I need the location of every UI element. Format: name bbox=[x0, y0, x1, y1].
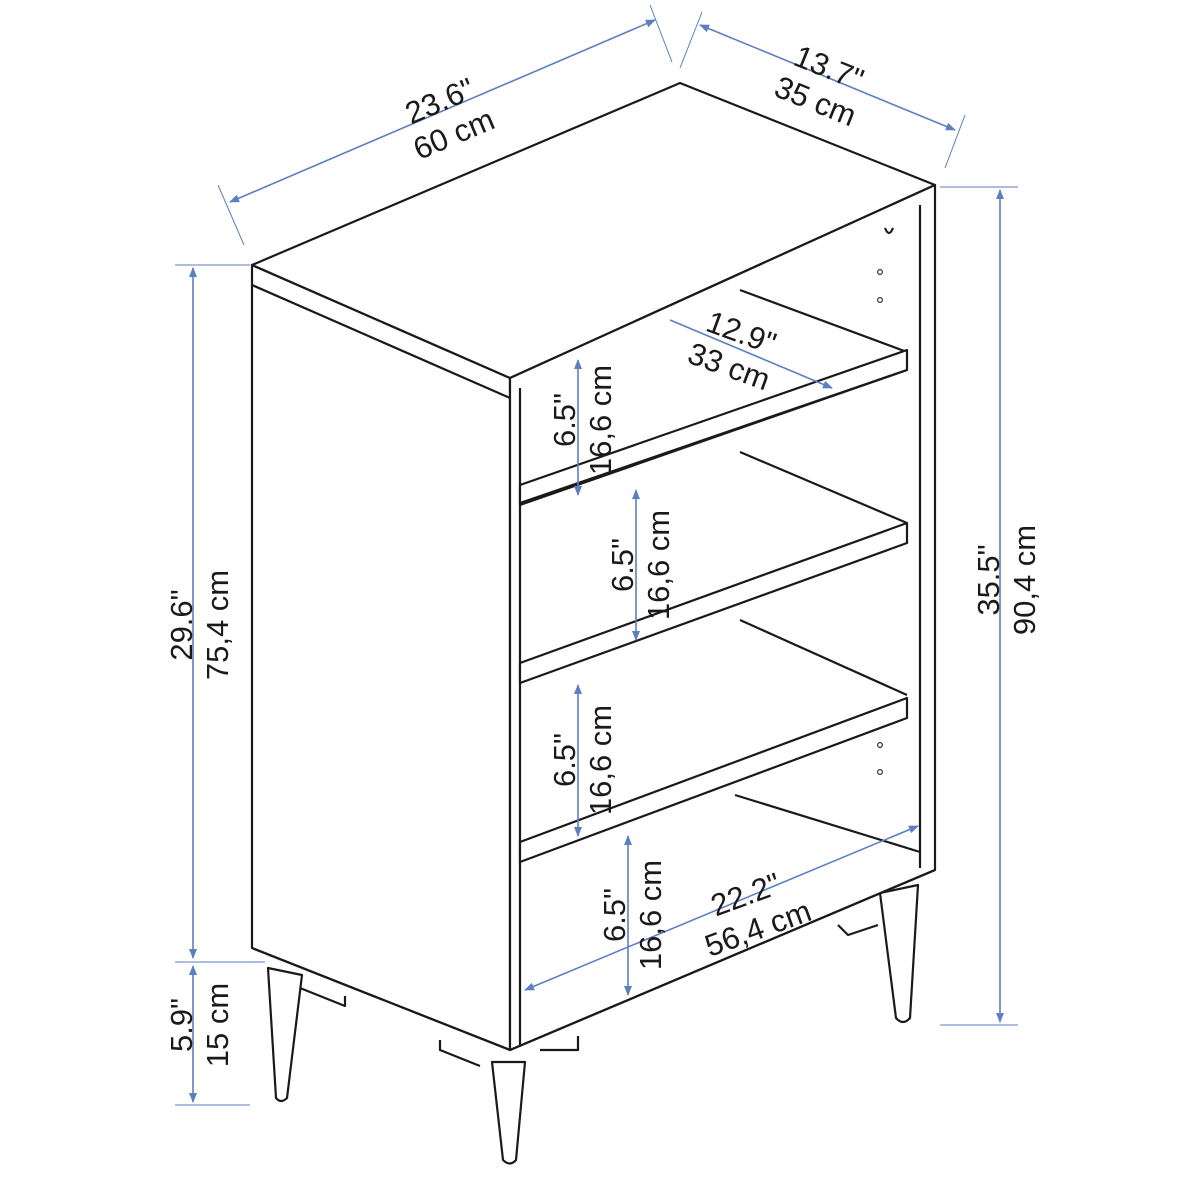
dimension-labels: 23.6" 60 cm 13.7" 35 cm 29.6" 75,4 cm 5.… bbox=[164, 38, 1042, 1067]
leg-pad-left bbox=[299, 986, 347, 1008]
shelf-gap-1-cm: 16,6 cm bbox=[583, 365, 618, 475]
shelf-gap-3-cm: 16,6 cm bbox=[583, 705, 618, 815]
leg-pad-right bbox=[837, 923, 879, 937]
depth-dimension-line bbox=[699, 24, 956, 131]
leg-pad-front bbox=[438, 1040, 481, 1068]
cabinet-body bbox=[250, 81, 937, 1052]
inner-width-dimension-line bbox=[524, 825, 919, 991]
shelf-gap-4-inches: 6.5" bbox=[597, 888, 632, 942]
shelf-2-front bbox=[518, 521, 909, 685]
shelf-gap-2-cm: 16,6 cm bbox=[641, 510, 676, 620]
body-height-inches: 29.6" bbox=[164, 589, 199, 660]
shelf-pin-hole bbox=[876, 269, 883, 276]
leg-height-inches: 5.9" bbox=[164, 998, 199, 1052]
shelf-gap-2-inches: 6.5" bbox=[605, 538, 640, 592]
body-height-cm: 75,4 cm bbox=[200, 570, 235, 680]
total-height-inches: 35.5" bbox=[971, 544, 1006, 615]
leg-front bbox=[490, 1060, 527, 1165]
dimension-lines bbox=[175, 4, 1018, 1106]
shelf-lower bbox=[519, 368, 908, 505]
leg-right bbox=[878, 883, 920, 1024]
back-shelf-lines bbox=[734, 288, 921, 854]
shelf-gap-3-inches: 6.5" bbox=[547, 733, 582, 787]
leg-height-cm: 15 cm bbox=[200, 983, 235, 1067]
leg-back-left bbox=[266, 966, 304, 1103]
shelf-depth-dimension-line bbox=[669, 319, 833, 389]
shelf-pin-hole bbox=[876, 297, 883, 304]
shelf-gap-1-inches: 6.5" bbox=[547, 393, 582, 447]
shelf-pin-hole bbox=[876, 768, 883, 775]
shelf-3-block bbox=[518, 696, 909, 864]
width-dimension-line bbox=[229, 19, 656, 203]
shelf-pin-hole bbox=[876, 741, 883, 748]
total-height-cm: 90,4 cm bbox=[1007, 525, 1042, 635]
side-panel bbox=[250, 263, 512, 1052]
leg-pad-center bbox=[540, 1036, 580, 1052]
cam-lock bbox=[883, 227, 895, 235]
shelf-gap-4-cm: 16,6 cm bbox=[633, 860, 668, 970]
